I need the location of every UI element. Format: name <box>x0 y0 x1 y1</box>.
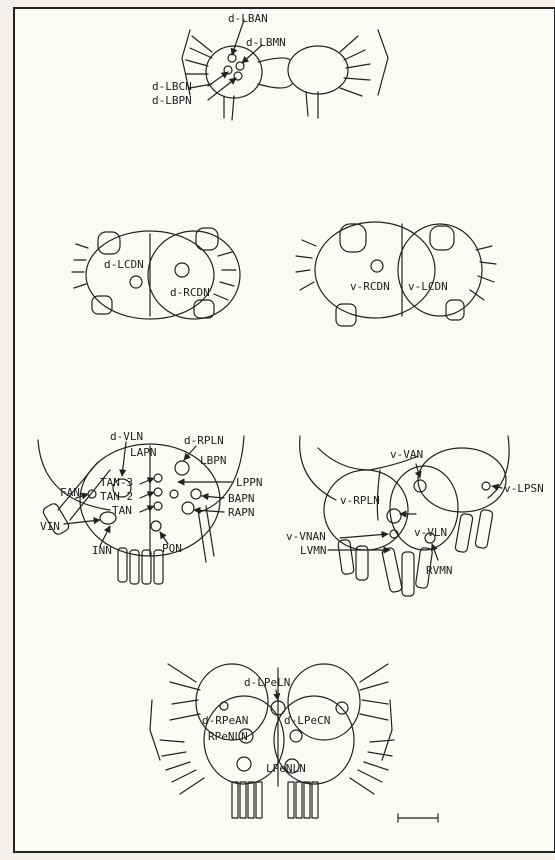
label-v-vln: v-VLN <box>414 526 447 539</box>
label-rvmn: RVMN <box>426 564 453 577</box>
label-d-lcdn: d-LCDN <box>104 258 144 271</box>
label-d-lban: d-LBAN <box>228 12 268 25</box>
label-rapn: RAPN <box>228 506 255 519</box>
label-d-lbmn: d-LBMN <box>246 36 286 49</box>
label-d-lpecn: d-LPeCN <box>284 714 330 727</box>
label-d-rpean: d-RPeAN <box>202 714 248 727</box>
label-lbpn: LBPN <box>200 454 227 467</box>
label-v-vnan: v-VNAN <box>286 530 326 543</box>
label-inn: INN <box>92 544 112 557</box>
label-d-lbcn: d-LBCN <box>152 80 192 93</box>
label-tan: TAN <box>112 504 132 517</box>
label-fan: FAN <box>60 486 80 499</box>
label-lapn: LAPN <box>130 446 157 459</box>
label-tan-3: TAN-3 <box>100 476 133 489</box>
label-rpenln: RPeNLN <box>208 730 248 743</box>
label-d-lpeln: d-LPeLN <box>244 676 290 689</box>
label-v-lcdn: v-LCDN <box>408 280 448 293</box>
label-v-rcdn: v-RCDN <box>350 280 390 293</box>
label-d-vln: d-VLN <box>110 430 143 443</box>
label-v-rpln: v-RPLN <box>340 494 380 507</box>
label-d-rpln: d-RPLN <box>184 434 224 447</box>
label-lvmn: LVMN <box>300 544 327 557</box>
label-pon: PON <box>162 542 182 555</box>
label-vin: VIN <box>40 520 60 533</box>
label-d-rcdn: d-RCDN <box>170 286 210 299</box>
label-d-lbpn: d-LBPN <box>152 94 192 107</box>
label-v-van: v-VAN <box>390 448 423 461</box>
label-v-lpsn: v-LPSN <box>504 482 544 495</box>
label-bapn: BAPN <box>228 492 255 505</box>
label-tan-2: TAN-2 <box>100 490 133 503</box>
label-lpenln: LPeNLN <box>266 762 306 775</box>
label-lppn: LPPN <box>236 476 263 489</box>
